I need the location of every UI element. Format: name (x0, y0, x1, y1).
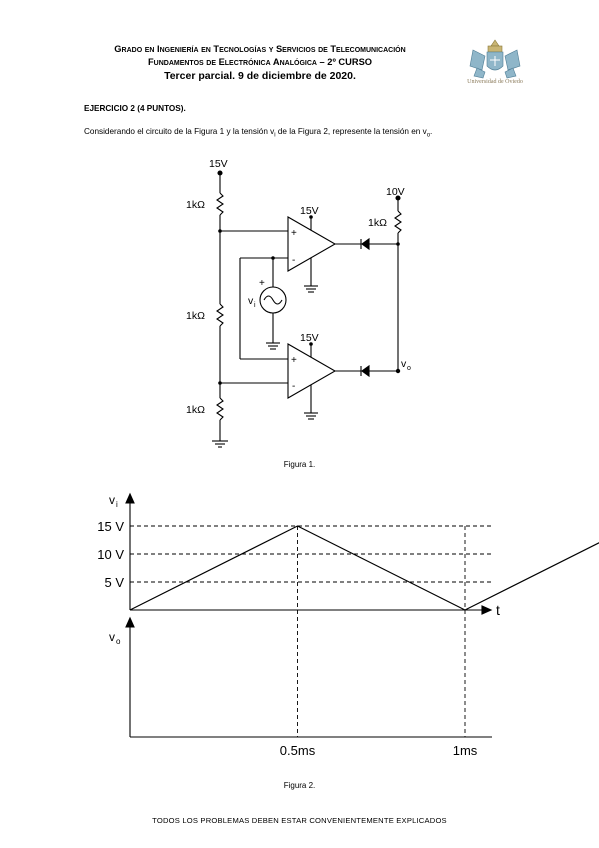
diode-bottom (361, 364, 370, 378)
opamp-bottom-plus: + (291, 355, 297, 366)
subject-title: Fundamentos de Electrónica Analógica – 2… (147, 57, 373, 67)
y-tick-label-0: 15 V (97, 519, 124, 534)
opamp-top-plus: + (291, 228, 297, 239)
resistor-r3 (216, 397, 224, 421)
opamp-bottom (287, 343, 337, 399)
r3-label: 1kΩ (186, 404, 205, 416)
statement-part-b: de la Figura 2, represente la tensión en… (275, 127, 427, 136)
exercise-statement: Considerando el circuito de la Figura 1 … (84, 127, 432, 139)
exercise-title: EJERCICIO 2 (4 PUNTOS). (84, 104, 186, 113)
waveform-chart: 15 V10 V5 V0.5ms1ms1.5ms2ms v i v o t (97, 492, 599, 758)
figure2-caption: Figura 2. (283, 781, 316, 790)
circuit-diagram: 15V 10V 15V 15V 1kΩ 1kΩ 1kΩ 1kΩ + - + - … (186, 158, 411, 448)
vi-axis-label: v (109, 493, 115, 507)
output-label: v (401, 358, 407, 370)
course-title: Grado en Ingeniería en Tecnologías y Ser… (114, 44, 406, 54)
resistor-pullup (394, 210, 402, 234)
x-tick-label-1: 1ms (453, 743, 478, 758)
x-tick-label-0: 0.5ms (280, 743, 316, 758)
exam-date: Tercer parcial. 9 de diciembre de 2020. (164, 70, 356, 82)
vi-axis-label-sub: i (116, 500, 118, 509)
figure1-caption: Figura 1. (283, 460, 316, 469)
resistor-r2 (216, 303, 224, 327)
y-tick-label-1: 10 V (97, 547, 124, 562)
opamp-bottom-supply-label: 15V (300, 332, 319, 344)
resistor-r1 (216, 192, 224, 216)
source-plus: + (259, 278, 265, 289)
statement-part-a: Considerando el circuito de la Figura 1 … (84, 127, 275, 136)
t-axis-label: t (496, 602, 500, 618)
supply-10v: 10V (386, 186, 405, 198)
vi-waveform-line (129, 525, 599, 611)
vo-axis-label-sub: o (116, 637, 121, 646)
supply-15v-top: 15V (209, 158, 228, 170)
opamp-top (287, 216, 337, 272)
source-label: v (248, 295, 254, 307)
footer-note: TODOS LOS PROBLEMAS DEBEN ESTAR CONVENIE… (152, 816, 447, 825)
r2-label: 1kΩ (186, 310, 205, 322)
r1-label: 1kΩ (186, 199, 205, 211)
opamp-bottom-minus: - (292, 381, 295, 392)
university-crest-logo (469, 39, 521, 79)
university-name: Universidad de Oviedo (467, 79, 523, 85)
opamp-top-supply-label: 15V (300, 205, 319, 217)
r-pullup-label: 1kΩ (368, 217, 387, 229)
opamp-top-minus: - (292, 255, 295, 266)
diode-top (361, 237, 370, 251)
output-label-sub: o (407, 365, 411, 372)
vo-axis-label: v (109, 630, 115, 644)
statement-part-c: . (430, 127, 433, 136)
y-tick-label-2: 5 V (104, 575, 124, 590)
statement-sub-i: i (274, 132, 276, 139)
statement-sub-o: o (426, 132, 431, 139)
source-label-sub: i (254, 302, 256, 309)
